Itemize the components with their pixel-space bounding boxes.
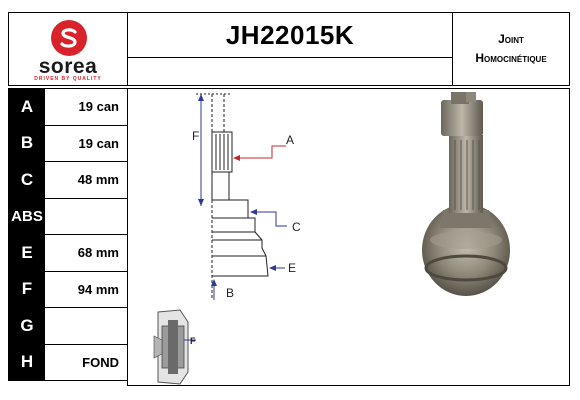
spec-key: F (9, 271, 45, 307)
diagram-panel (127, 88, 570, 386)
joint-outline (196, 93, 269, 300)
spec-key: H (9, 344, 45, 380)
spec-value: 48 mm (77, 172, 119, 188)
spec-key: E (9, 235, 45, 271)
spec-row-a: A 19 can (8, 88, 128, 126)
arrow-b (211, 279, 217, 300)
spec-value: 68 mm (77, 245, 119, 261)
section-thumbnail: F (153, 309, 196, 385)
brand-name: sorea (38, 55, 98, 78)
spec-value: 94 mm (77, 281, 119, 297)
arrow-c (250, 209, 287, 227)
brand-tagline: DRIVEN BY QUALITY (34, 76, 102, 82)
brand-logo: sorea DRIVEN BY QUALITY (8, 12, 128, 86)
spec-value: 19 can (78, 135, 119, 151)
part-type-line2: Homocinétique (475, 51, 547, 65)
label-f-small: F (190, 336, 196, 346)
label-c: C (292, 220, 301, 234)
spec-key: B (9, 125, 45, 161)
label-b: B (226, 286, 234, 300)
label-e: E (288, 261, 296, 275)
spec-value: FOND (82, 354, 119, 370)
spec-row-h: H FOND (8, 343, 128, 381)
spec-value: 19 can (78, 99, 119, 115)
spec-key: A (9, 89, 45, 125)
label-a: A (286, 133, 294, 147)
spec-table: A 19 can B 19 can C 48 mm ABS E 68 mm F … (8, 88, 128, 381)
cv-joint-photo (422, 92, 510, 296)
spec-key: C (9, 162, 45, 198)
spec-key: ABS (9, 198, 45, 234)
arrow-a (233, 145, 286, 161)
part-type: Joint Homocinétique (452, 12, 570, 86)
spec-key: G (9, 308, 45, 344)
part-type-line1: Joint (498, 32, 524, 46)
arrow-e (269, 265, 285, 271)
part-number: JH22015K (127, 12, 453, 58)
label-f: F (192, 129, 199, 143)
logo-s-icon (51, 20, 87, 56)
